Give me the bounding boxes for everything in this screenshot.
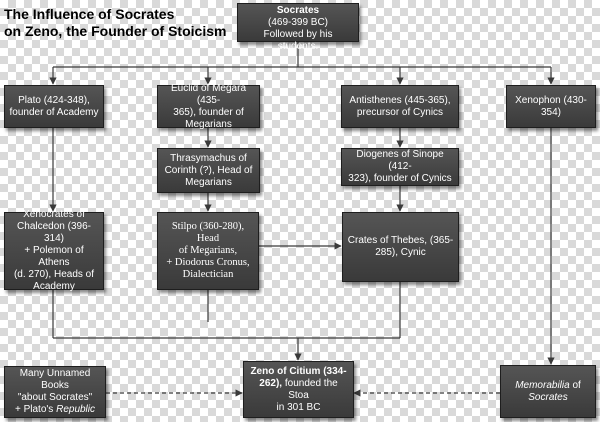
node-antisthenes-text: Antisthenes (445-365), precursor of Cyni… (349, 94, 451, 118)
node-plato: Plato (424-348), founder of Academy (4, 85, 104, 128)
node-diogenes: Diogenes of Sinope (412- 323), founder o… (341, 148, 459, 186)
node-zeno-bold: Zeno of Citium (334- 262), (250, 365, 347, 389)
node-thrasymachus: Thrasymachus of Corinth (?), Head of Meg… (157, 148, 260, 193)
title-line-1: The Influence of Socrates (4, 6, 175, 22)
node-books-text: Many Unnamed Books "about Socrates" + Pl… (14, 368, 93, 415)
node-memorabilia-italic-a: Memorabilia (515, 379, 570, 391)
node-xenophon: Xenophon (430- 354) (506, 85, 596, 128)
node-crates: Crates of Thebes, (365- 285), Cynic (342, 212, 459, 282)
node-zeno-text: founded the Stoa in 301 BC (276, 377, 338, 413)
node-xenocrates-text: Xenocrates of Chalcedon (396-314) + Pole… (13, 209, 95, 292)
node-crates-text: Crates of Thebes, (365- 285), Cynic (347, 235, 454, 258)
node-socrates-heading: Socrates (276, 4, 320, 16)
title-line-2: on Zeno, the Founder of Stoicism (4, 23, 227, 39)
node-books: Many Unnamed Books "about Socrates" + Pl… (4, 366, 106, 418)
node-stilpo: Stilpo (360-280), Head of Megarians, + D… (157, 212, 259, 290)
node-diogenes-text: Diogenes of Sinope (412- 323), founder o… (348, 149, 452, 184)
node-antisthenes: Antisthenes (445-365), precursor of Cyni… (341, 85, 459, 128)
node-socrates: Socrates(469-399 BC) Followed by his stu… (237, 3, 359, 52)
diagram-title: The Influence of Socrates on Zeno, the F… (4, 6, 226, 40)
node-memorabilia: Memorabilia of Socrates (500, 365, 596, 418)
node-stilpo-text: Stilpo (360-280), Head of Megarians, + D… (166, 221, 250, 280)
node-books-italic: Republic (56, 404, 96, 415)
node-thrasymachus-text: Thrasymachus of Corinth (?), Head of Meg… (164, 152, 253, 188)
node-euclid-text: Euclid of Megara (435- 365), founder of … (170, 82, 247, 130)
node-memorabilia-text: of (572, 379, 581, 391)
node-euclid: Euclid of Megara (435- 365), founder of … (157, 82, 260, 130)
node-xenophon-text: Xenophon (430- 354) (515, 94, 587, 118)
node-memorabilia-italic-b: Socrates (528, 391, 568, 403)
node-xenocrates: Xenocrates of Chalcedon (396-314) + Pole… (4, 209, 104, 292)
node-socrates-text: (469-399 BC) Followed by his students. (263, 16, 333, 52)
node-plato-text: Plato (424-348), founder of Academy (9, 94, 99, 118)
node-zeno: Zeno of Citium (334- 262), founded the S… (243, 361, 354, 418)
